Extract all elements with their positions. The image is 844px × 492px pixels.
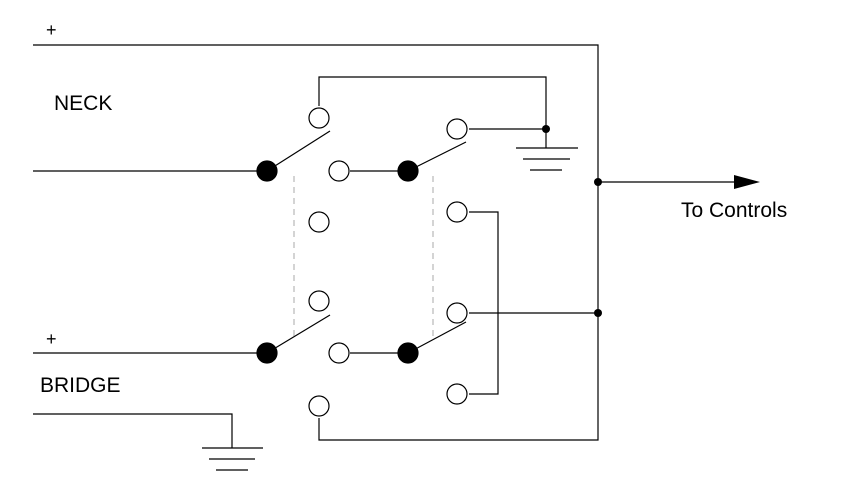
ground-junction-dot [542, 125, 550, 133]
upper-switch-blade-1 [266, 130, 331, 172]
lower-switch-terminal-1b [328, 342, 350, 364]
lower-switch-terminal-1a [308, 290, 330, 312]
ground-icon-upper [516, 147, 578, 171]
upper-switch-terminal-1a [308, 107, 330, 129]
upper-switch-terminal-1c [308, 211, 330, 233]
upper-switch-terminal-2a [446, 118, 468, 140]
lower-switch-common-2 [397, 342, 419, 364]
bridge-plus-label: + [46, 329, 57, 349]
series-jumper-wire [469, 211, 499, 395]
output-junction-dot [594, 178, 602, 186]
lower-switch-terminal-2a [446, 302, 468, 324]
lower-switch-common-1 [256, 342, 278, 364]
to-controls-label: To Controls [681, 199, 787, 222]
upper-ground-link-wire [318, 76, 547, 129]
ground-icon-lower [202, 447, 263, 471]
top-rail-wire [33, 44, 599, 441]
neck-label: NECK [54, 92, 112, 115]
neck-plus-label: + [46, 20, 57, 40]
lower-switch-terminal-1c [308, 395, 330, 417]
bridge-ground-wire [33, 413, 233, 448]
upper-switch-common-1 [256, 160, 278, 182]
bridge-label: BRIDGE [40, 374, 121, 397]
upper-switch-terminal-1b [328, 160, 350, 182]
bridge-tap-junction-dot [594, 309, 602, 317]
upper-switch-common-2 [397, 160, 419, 182]
lower-switch-terminal-2b [446, 383, 468, 405]
arrow-right-icon [734, 175, 760, 189]
lower-switch-blade-2 [407, 321, 467, 354]
lower-switch-blade-1 [266, 314, 331, 354]
upper-switch-terminal-2b [446, 201, 468, 223]
upper-switch-blade-2 [407, 141, 467, 172]
